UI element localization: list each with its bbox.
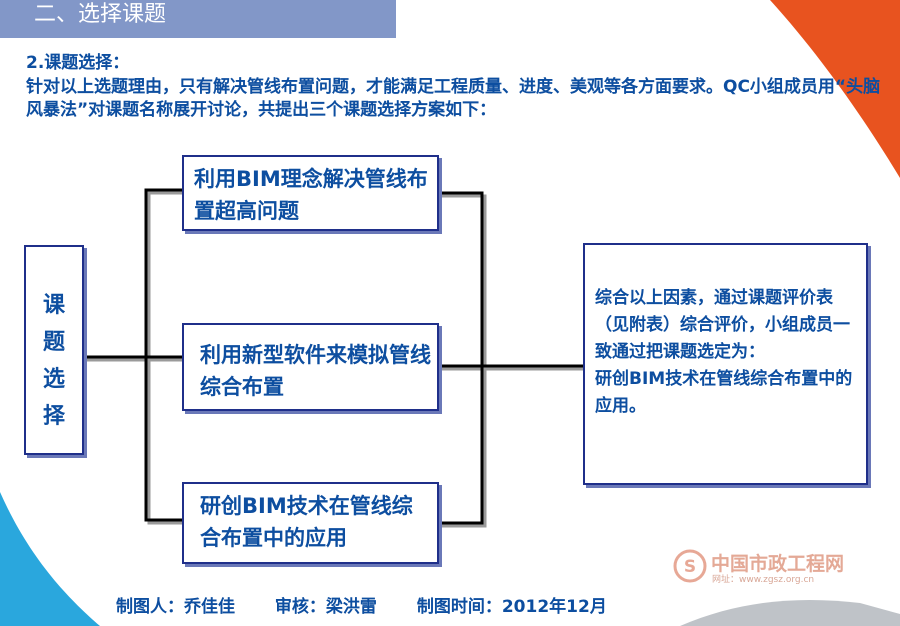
option-text-3: 研创BIM技术在管线综合布置中的应用 <box>200 494 413 550</box>
side-label-char: 择 <box>42 404 65 429</box>
result-text: 综合以上因素，通过课题评价表（见附表）综合评价，小组成员一致通过把课题选定为： <box>595 288 850 362</box>
footer-date: 制图时间：2012年12月 <box>416 597 607 617</box>
connector-right-branch <box>439 191 484 525</box>
footer-credits: 制图人：乔佳佳 审核：梁洪雷 制图时间：2012年12月 <box>116 592 641 617</box>
footer-reviewer: 审核：梁洪雷 <box>274 597 377 617</box>
corner-blue-swoosh <box>0 492 100 626</box>
option-box-3: 研创BIM技术在管线综合布置中的应用 <box>182 482 439 564</box>
intro-paragraph: 针对以上选题理由，只有解决管线布置问题，才能满足工程质量、进度、美观等各方面要求… <box>26 76 881 121</box>
svg-text:S: S <box>684 557 696 577</box>
watermark-site-url: 网址：www.zgsz.org.cn <box>712 575 815 585</box>
option-text-1: 利用BIM理念解决管线布置超高问题 <box>194 167 428 223</box>
result-chosen-topic: 研创BIM技术在管线综合布置中的应用。 <box>595 369 853 416</box>
side-label-char: 课 <box>42 293 65 318</box>
intro-subtitle: 2.课题选择： <box>26 53 130 73</box>
option-box-2: 利用新型软件来模拟管线综合布置 <box>182 323 439 411</box>
corner-orange-swoosh <box>770 0 900 178</box>
section-title: 二、选择课题 <box>34 2 167 27</box>
footer-drawer: 制图人：乔佳佳 <box>116 597 235 617</box>
option-box-1: 利用BIM理念解决管线布置超高问题 <box>182 155 439 231</box>
corner-grey-swoosh <box>680 599 900 626</box>
connector-left-branch <box>144 188 183 522</box>
result-text-block: 综合以上因素，通过课题评价表（见附表）综合评价，小组成员一致通过把课题选定为： … <box>585 245 866 420</box>
option-text-2: 利用新型软件来模拟管线综合布置 <box>200 343 431 399</box>
topic-selection-label: 课 题 选 择 <box>26 287 82 435</box>
watermark-site-name: 中国市政工程网 <box>711 553 845 575</box>
side-label-char: 题 <box>42 330 65 355</box>
watermark-logo-icon: S <box>673 549 707 583</box>
section-header: 二、选择课题 <box>0 0 396 38</box>
side-label-char: 选 <box>42 367 65 392</box>
topic-selection-box: 课 题 选 择 <box>24 245 84 455</box>
intro-text: 2.课题选择： 针对以上选题理由，只有解决管线布置问题，才能满足工程质量、进度、… <box>26 52 882 123</box>
result-box: 综合以上因素，通过课题评价表（见附表）综合评价，小组成员一致通过把课题选定为： … <box>583 243 868 485</box>
